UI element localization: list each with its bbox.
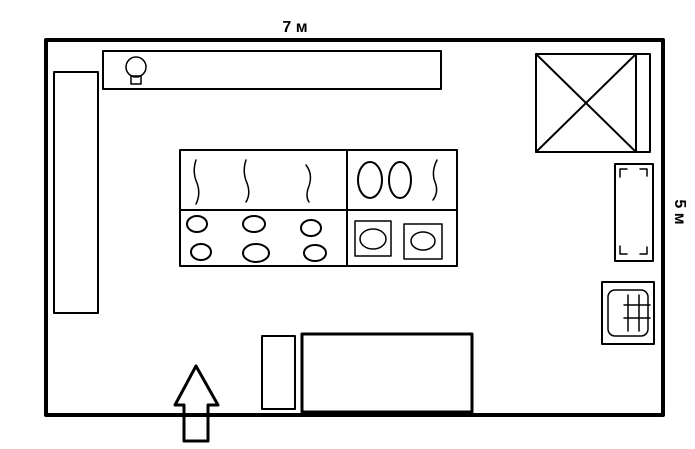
- left-cabinet: [53, 71, 99, 314]
- oval-pots: [357, 161, 412, 199]
- bottom-counter: [300, 332, 474, 414]
- right-unit: [614, 163, 654, 262]
- lamp-icon: [125, 56, 147, 85]
- bottom-narrow-cabinet: [261, 335, 296, 410]
- room-outline: [44, 38, 665, 417]
- entrance-arrow-icon: [173, 364, 220, 443]
- crossed-box: [535, 53, 651, 153]
- height-dimension-label: 5 м: [671, 199, 688, 224]
- cooking-island: [179, 149, 458, 267]
- stove-burners: [186, 215, 327, 263]
- heat-marks: [193, 159, 438, 205]
- top-counter: [102, 50, 442, 90]
- width-dimension-label: 7 м: [282, 19, 307, 36]
- hot-plates: [354, 220, 443, 260]
- sink-icon: [601, 281, 655, 345]
